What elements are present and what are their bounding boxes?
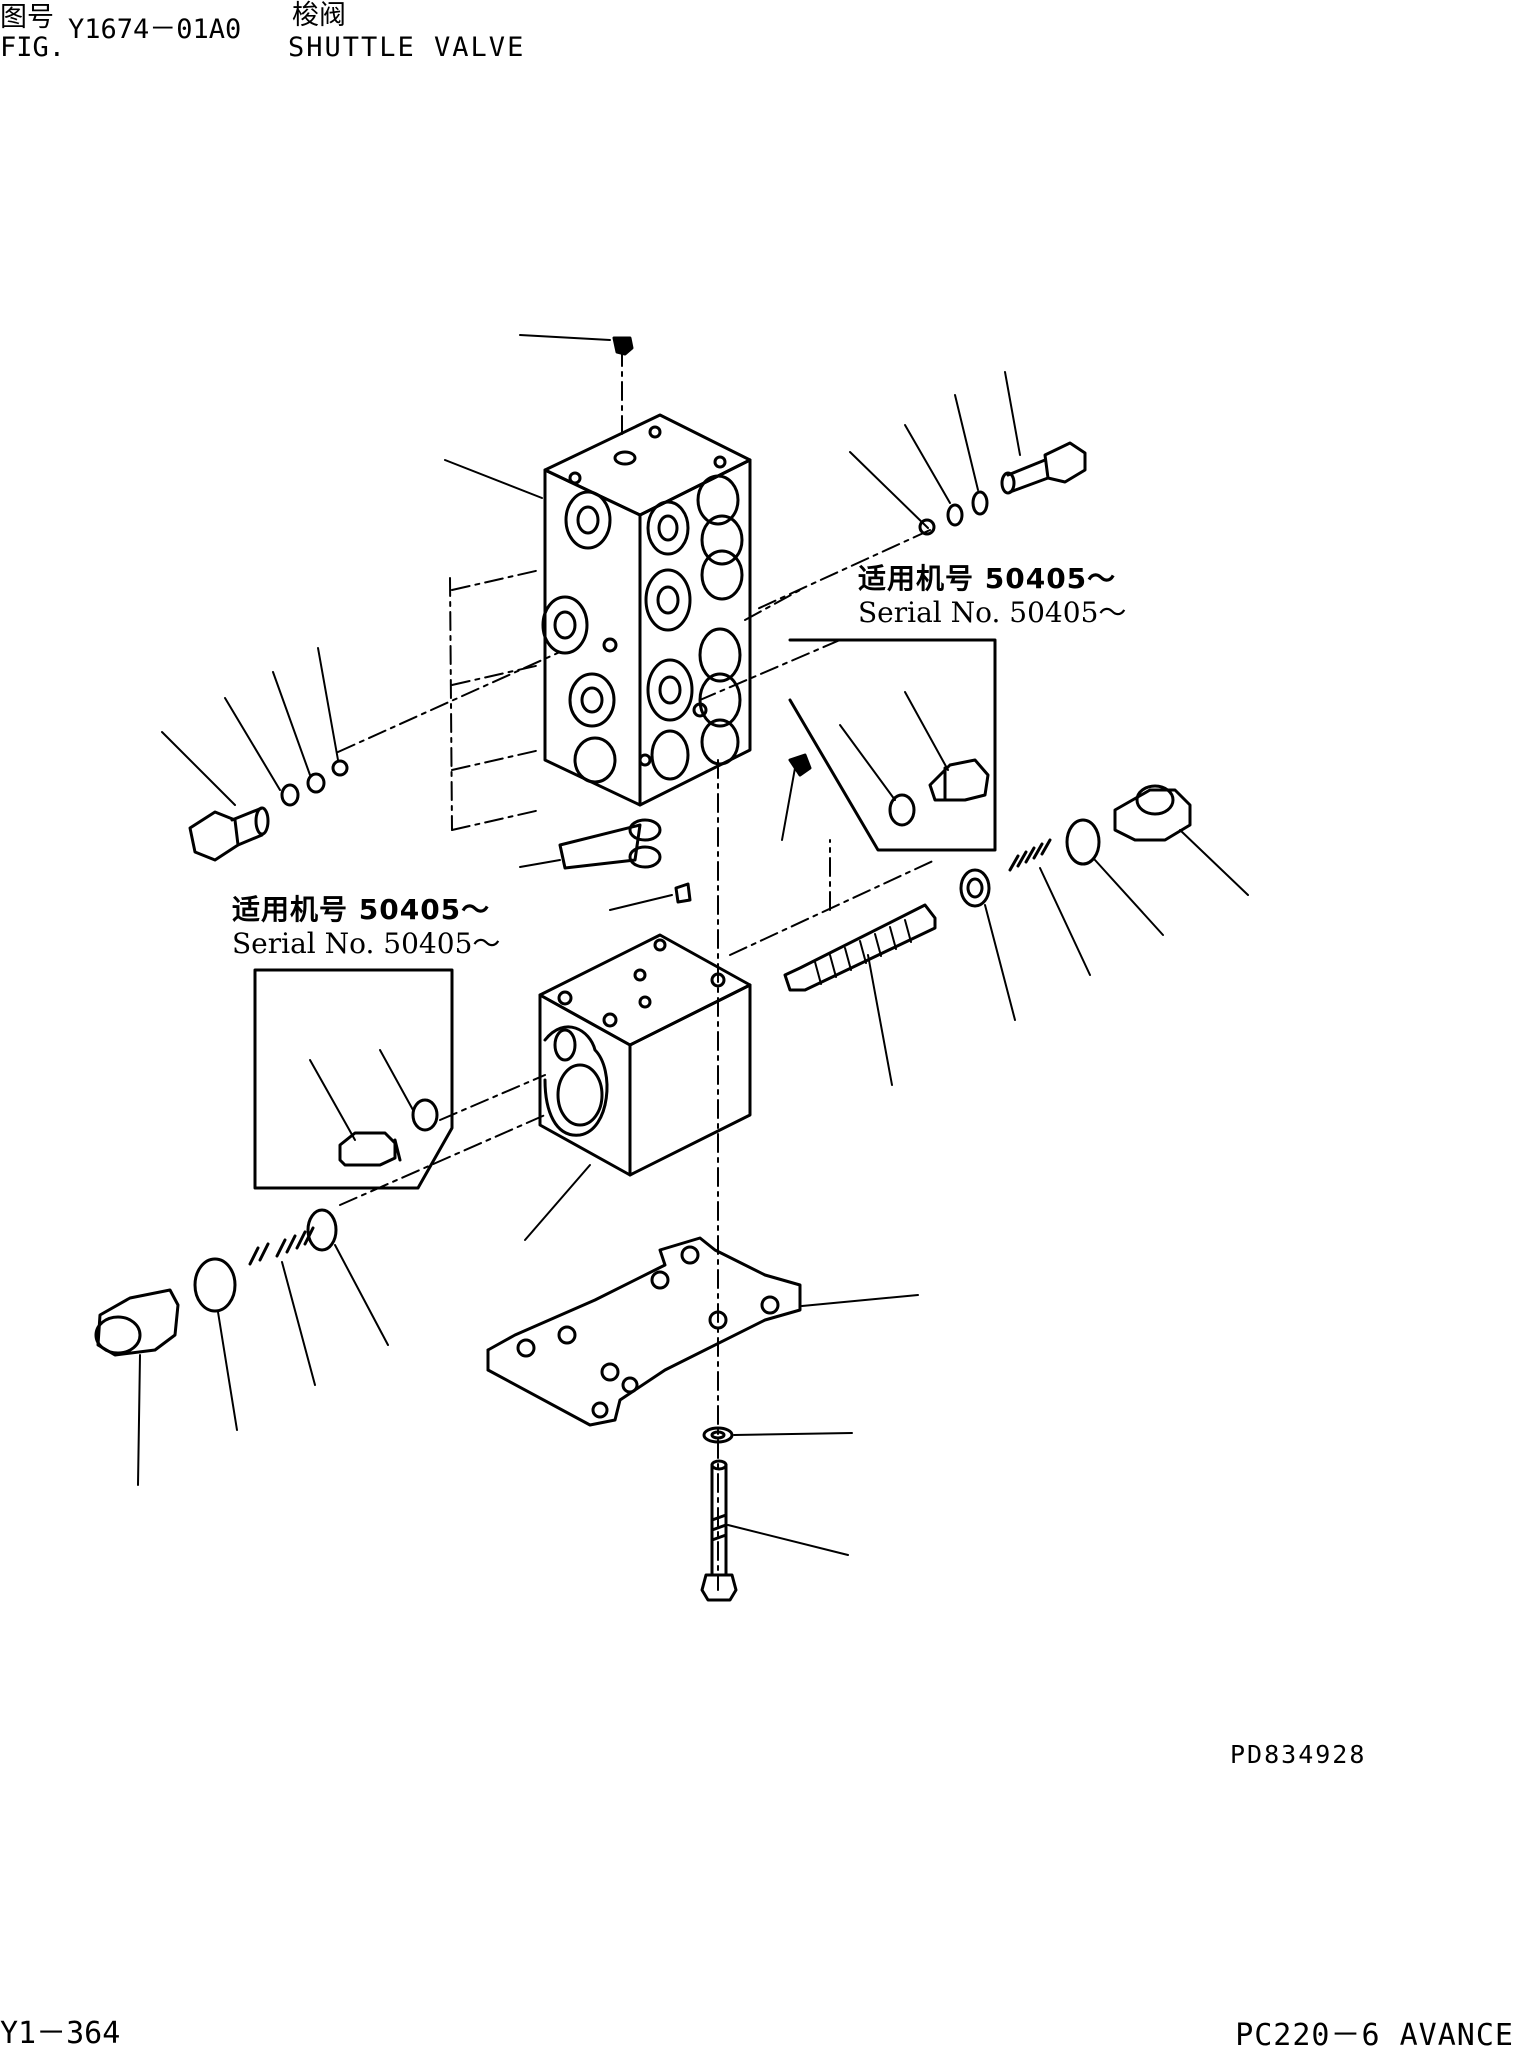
fig-number: Y1674－01A0 xyxy=(68,14,242,45)
model-name: PC220－6 AVANCE xyxy=(1235,2018,1514,2053)
bottom-plate xyxy=(486,1236,802,1427)
upper-valve-block xyxy=(541,413,752,807)
fig-label-cn-text: 图号 xyxy=(0,2,54,33)
fig-label-cn: 图号 xyxy=(0,4,54,31)
serial-note-upper-en: Serial No. 50405～ xyxy=(858,596,1127,629)
assembly-lines xyxy=(337,347,936,1591)
spool-assembly xyxy=(783,784,1192,992)
upper-inset-box xyxy=(788,638,997,852)
lower-inset-box xyxy=(253,968,454,1190)
mounting-bolt xyxy=(700,1426,738,1602)
lower-left-parts xyxy=(94,1208,338,1357)
page-title: SHUTTLE VALVE xyxy=(288,32,526,63)
fig-label-en: FIG. xyxy=(0,32,66,63)
serial-note-lower-en: Serial No. 50405～ xyxy=(232,927,501,960)
drawing-number: PD834928 xyxy=(1230,1740,1367,1769)
right-plug-upper xyxy=(918,441,1087,536)
serial-note-lower: 适用机号 50405～ Serial No. 50405～ xyxy=(232,893,500,961)
title-cn: 梭阀 xyxy=(292,0,346,31)
leader-lines xyxy=(137,334,1249,1556)
left-plug-upper xyxy=(188,759,349,862)
serial-note-upper: 适用机号 50405～ Serial No. 50405～ xyxy=(858,562,1126,630)
top-plug xyxy=(612,336,634,356)
serial-note-lower-cn: 适用机号 50405～ xyxy=(232,893,491,926)
serial-note-upper-cn: 适用机号 50405～ xyxy=(858,562,1117,595)
lower-valve-block xyxy=(538,933,752,1177)
page-number: Y1－364 xyxy=(0,2016,121,2051)
small-plugs xyxy=(558,753,812,904)
